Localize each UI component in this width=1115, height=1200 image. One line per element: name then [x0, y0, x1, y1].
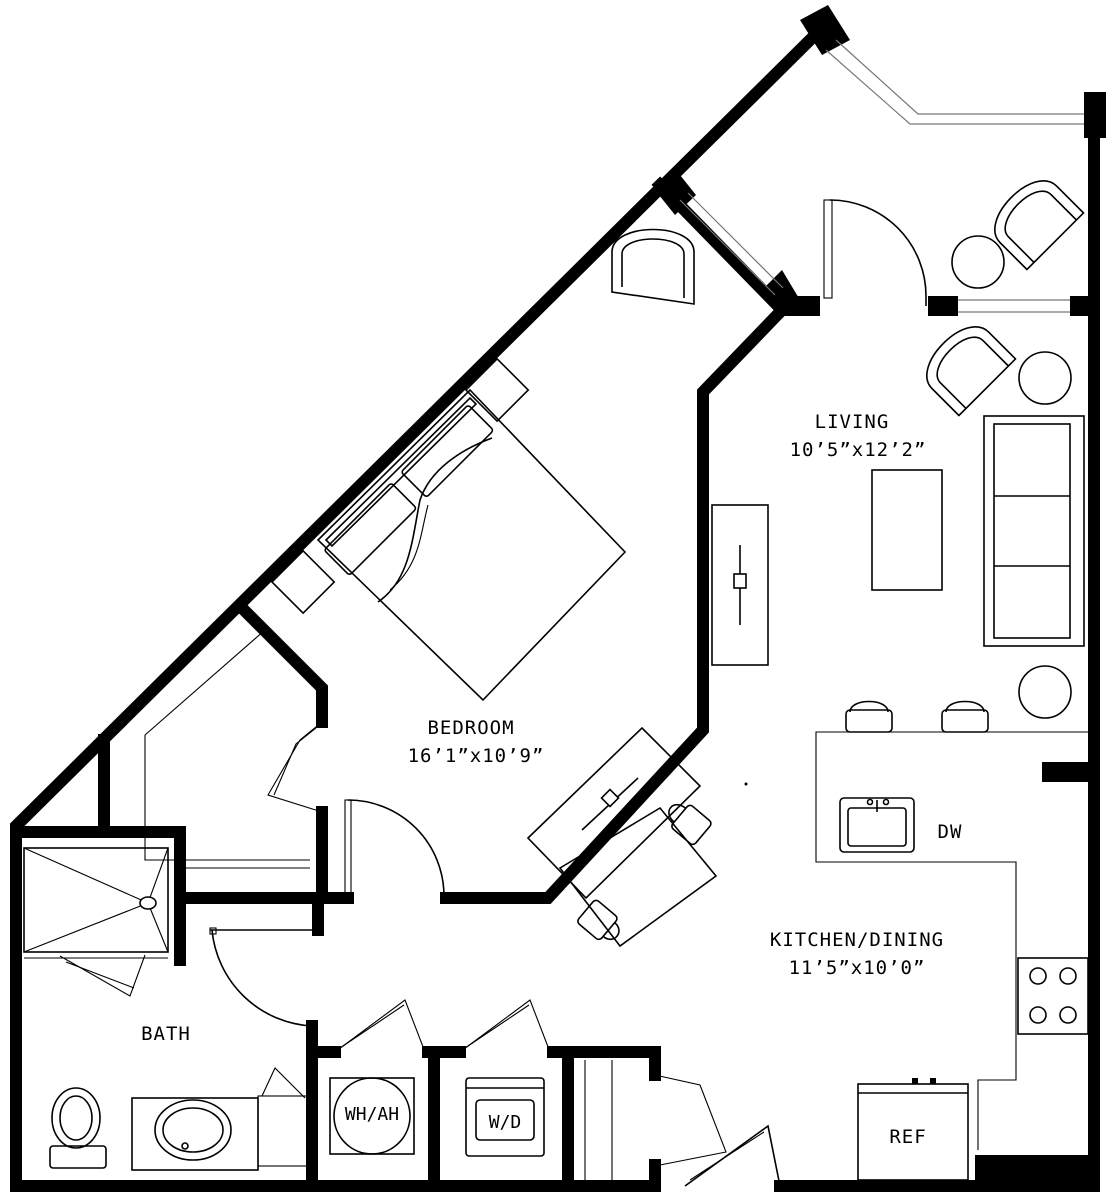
- side-table: [1018, 351, 1072, 405]
- sofa: [983, 415, 1085, 647]
- vanity: [131, 1097, 259, 1171]
- doors: [59, 199, 927, 1187]
- tv-console: [711, 504, 769, 666]
- wd-label: W/D: [489, 1112, 522, 1133]
- living-name: LIVING: [815, 411, 890, 433]
- water-heater: [329, 1077, 415, 1155]
- armchair: [611, 228, 695, 305]
- living-furniture: [711, 180, 1085, 719]
- bar-stool: [941, 700, 989, 733]
- dining-table: [558, 803, 718, 948]
- toilet: [49, 1087, 107, 1169]
- dw-label: DW: [938, 821, 963, 843]
- interior-walls: [10, 170, 1100, 1192]
- bath-fixtures: [23, 629, 310, 1171]
- bed: [270, 357, 627, 702]
- washer-dryer: [465, 1077, 545, 1157]
- ref-label: REF: [889, 1126, 926, 1148]
- exterior-walls: [10, 5, 1106, 1192]
- kitchen-size: 11’5”x10’0”: [789, 957, 926, 979]
- kitchen: [558, 700, 1090, 1181]
- kitchen-name: KITCHEN/DINING: [770, 929, 944, 951]
- coffee-table: [871, 469, 943, 591]
- side-table: [1018, 665, 1072, 719]
- wh-ah-label: WH/AH: [345, 1104, 399, 1125]
- room-labels: LIVING 10’5”x12’2” BEDROOM 16’1”x10’9” K…: [141, 411, 963, 1148]
- desk: [526, 726, 702, 900]
- side-table: [951, 235, 1005, 289]
- bedroom-furniture: [270, 228, 702, 900]
- sink: [839, 797, 915, 853]
- bedroom-size: 16’1”x10’9”: [408, 745, 545, 767]
- living-size: 10’5”x12’2”: [790, 439, 927, 461]
- bar-stool: [845, 700, 893, 733]
- utility: [329, 1077, 545, 1157]
- shower: [23, 847, 169, 959]
- bath-name: BATH: [141, 1023, 191, 1045]
- refrigerator: [857, 1078, 969, 1181]
- armchair: [994, 180, 1085, 271]
- armchair: [926, 326, 1017, 417]
- range: [1017, 957, 1089, 1035]
- bedroom-name: BEDROOM: [427, 717, 514, 739]
